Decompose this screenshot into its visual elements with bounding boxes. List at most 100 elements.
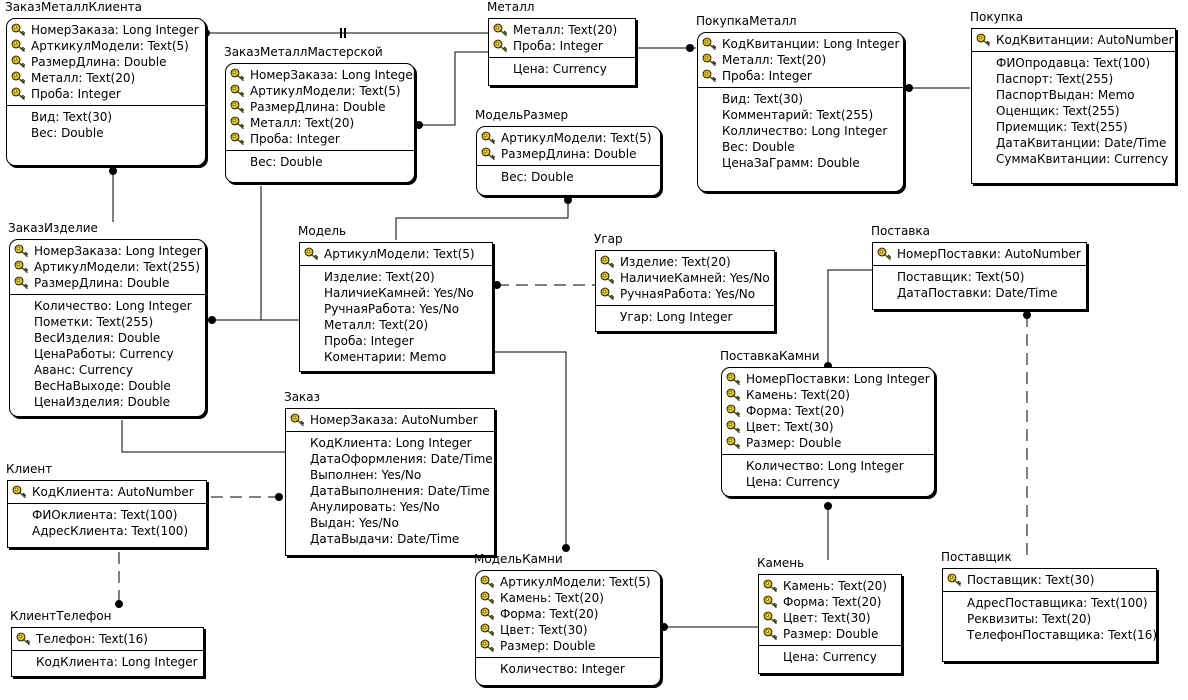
key-attribute[interactable]: Телефон: Text(16) (12, 631, 203, 647)
attribute[interactable]: ТелефонПоставщика: Text(16) (943, 627, 1156, 643)
attribute[interactable]: Металл: Text(20) (300, 317, 492, 333)
attribute[interactable]: Выполнен: Yes/No (286, 467, 494, 483)
attribute[interactable]: НаличиеКамней: Yes/No (300, 285, 492, 301)
attribute[interactable]: ЦенаЗаГрамм: Double (698, 155, 903, 171)
key-attribute[interactable]: НомерЗаказа: Long Integer (7, 22, 205, 38)
attribute[interactable]: ФИОклиента: Text(100) (8, 507, 206, 523)
attribute[interactable]: Количество: Long Integer (10, 298, 205, 314)
attribute[interactable]: Колличество: Long Integer (698, 123, 903, 139)
key-attribute[interactable]: Форма: Text(20) (759, 594, 901, 610)
attribute[interactable]: АдресПоставщика: Text(100) (943, 595, 1156, 611)
attribute[interactable]: Выдан: Yes/No (286, 515, 494, 531)
attribute[interactable]: ЦенаРаботы: Currency (10, 346, 205, 362)
attribute[interactable]: Вес: Double (477, 169, 660, 185)
attribute[interactable]: Изделие: Text(20) (300, 269, 492, 285)
key-attribute[interactable]: Форма: Text(20) (476, 606, 660, 622)
attribute[interactable]: Аванс: Currency (10, 362, 205, 378)
attribute[interactable]: Цена: Currency (759, 649, 901, 665)
key-attribute[interactable]: НомерПоставки: AutoNumber (873, 246, 1086, 262)
attribute[interactable]: ВесИзделия: Double (10, 330, 205, 346)
attribute[interactable]: Паспорт: Text(255) (972, 71, 1175, 87)
attribute[interactable]: РучнаяРабота: Yes/No (300, 301, 492, 317)
attribute[interactable]: Реквизиты: Text(20) (943, 611, 1156, 627)
key-attribute[interactable]: Цвет: Text(30) (759, 610, 901, 626)
key-attribute[interactable]: Поставщик: Text(30) (943, 572, 1156, 588)
attribute[interactable]: ПаспортВыдан: Memo (972, 87, 1175, 103)
attribute[interactable]: АдресКлиента: Text(100) (8, 523, 206, 539)
key-attribute[interactable]: РазмерДлина: Double (226, 99, 414, 115)
attribute[interactable]: Цена: Currency (489, 61, 635, 77)
attribute[interactable]: Приемщик: Text(255) (972, 119, 1175, 135)
key-attribute[interactable]: АртикулМодели: Text(5) (477, 130, 660, 146)
attribute[interactable]: ДатаВыдачи: Date/Time (286, 531, 494, 547)
key-attribute[interactable]: Проба: Integer (226, 131, 414, 147)
attribute[interactable]: КодКлиента: Long Integer (286, 435, 494, 451)
key-attribute[interactable]: Проба: Integer (698, 68, 903, 84)
attribute[interactable]: ДатаКвитанции: Date/Time (972, 135, 1175, 151)
key-attribute[interactable]: Цвет: Text(30) (476, 622, 660, 638)
key-attribute[interactable]: РучнаяРабота: Yes/No (596, 286, 774, 302)
attribute[interactable]: Вес: Double (698, 139, 903, 155)
attribute[interactable]: Анулировать: Yes/No (286, 499, 494, 515)
key-attribute[interactable]: Металл: Text(20) (7, 70, 205, 86)
key-attribute[interactable]: НомерЗаказа: Long Integer (10, 243, 205, 259)
attribute[interactable]: ДатаОформления: Date/Time (286, 451, 494, 467)
attribute[interactable]: Количество: Long Integer (722, 458, 934, 474)
key-attribute[interactable]: НомерПоставки: Long Integer (722, 371, 934, 387)
key-attribute[interactable]: Камень: Text(20) (759, 578, 901, 594)
attribute[interactable]: КодКлиента: Long Integer (12, 654, 203, 670)
attribute[interactable]: Оценщик: Text(255) (972, 103, 1175, 119)
key-attribute[interactable]: НомерЗаказа: Long Integer (226, 67, 414, 83)
attribute[interactable]: ФИОпродавца: Text(100) (972, 55, 1175, 71)
attribute[interactable]: Коментарии: Memo (300, 349, 492, 365)
attribute[interactable]: Цена: Currency (722, 474, 934, 490)
attribute[interactable]: Комментарий: Text(255) (698, 107, 903, 123)
key-attribute[interactable]: РазмерДлина: Double (10, 275, 205, 291)
key-attribute[interactable]: Металл: Text(20) (489, 22, 635, 38)
key-attribute[interactable]: Размер: Double (476, 638, 660, 654)
attribute[interactable]: Количество: Integer (476, 661, 660, 677)
key-attribute[interactable]: КодКвитанции: AutoNumber (972, 32, 1175, 48)
key-attribute[interactable]: Цвет: Text(30) (722, 419, 934, 435)
key-attribute[interactable]: Проба: Integer (489, 38, 635, 54)
key-attribute[interactable]: Форма: Text(20) (722, 403, 934, 419)
key-attribute[interactable]: Камень: Text(20) (722, 387, 934, 403)
attribute[interactable]: ДатаПоставки: Date/Time (873, 285, 1086, 301)
attribute[interactable]: ВесНаВыходе: Double (10, 378, 205, 394)
key-attribute[interactable]: АртикулМодели: Text(255) (10, 259, 205, 275)
key-attribute[interactable]: РазмерДлина: Double (7, 54, 205, 70)
key-attribute[interactable]: КодКвитанции: Long Integer (698, 36, 903, 52)
key-attribute[interactable]: Камень: Text(20) (476, 590, 660, 606)
key-attribute[interactable]: Металл: Text(20) (698, 52, 903, 68)
key-attribute[interactable]: Металл: Text(20) (226, 115, 414, 131)
attribute[interactable]: Угар: Long Integer (596, 309, 774, 325)
attribute[interactable]: Проба: Integer (300, 333, 492, 349)
key-attribute[interactable]: Размер: Double (759, 626, 901, 642)
key-attribute[interactable]: АртикулМодели: Text(5) (226, 83, 414, 99)
key-attribute[interactable]: АртикулМодели: Text(5) (300, 246, 492, 262)
key-attribute[interactable]: РазмерДлина: Double (477, 146, 660, 162)
key-attribute[interactable]: АрткикулМодели: Text(5) (7, 38, 205, 54)
key-attribute[interactable]: НомерЗаказа: AutoNumber (286, 412, 494, 428)
attribute[interactable]: Пометки: Text(255) (10, 314, 205, 330)
key-attribute[interactable]: АртикулМодели: Text(5) (476, 574, 660, 590)
attribute[interactable]: ДатаВыполнения: Date/Time (286, 483, 494, 499)
attribute[interactable]: Поставщик: Text(50) (873, 269, 1086, 285)
